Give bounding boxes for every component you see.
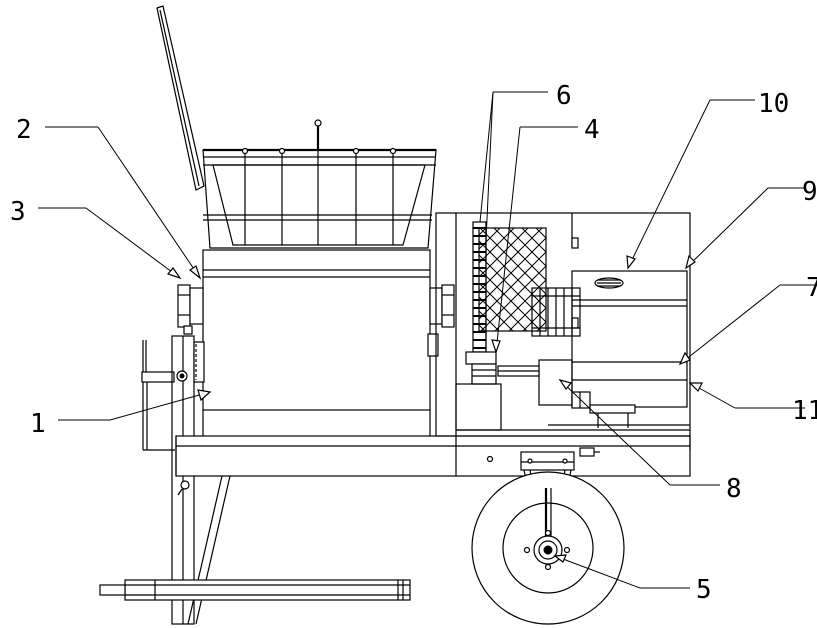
tow-bar — [99, 579, 411, 601]
engine-vent — [594, 277, 624, 289]
callout-5: 5 — [696, 575, 712, 605]
drive-guard — [478, 227, 547, 332]
callout-2: 2 — [16, 115, 32, 145]
hopper-lid-arm — [156, 5, 205, 191]
callout-10: 10 — [758, 89, 789, 119]
callout-8: 8 — [726, 474, 742, 504]
callout-7: 7 — [806, 273, 817, 303]
mixing-drum — [202, 249, 431, 436]
callout-9: 9 — [802, 177, 817, 207]
callout-leaders — [38, 91, 817, 589]
hopper-grille-bars — [241, 147, 397, 245]
wheel — [471, 471, 625, 625]
feed-hopper — [202, 119, 437, 249]
callout-11: 11 — [792, 396, 817, 426]
callout-6: 6 — [556, 81, 572, 111]
chassis-frame — [175, 435, 691, 477]
left-drum-bearing — [177, 284, 204, 335]
hopper-handle — [314, 119, 322, 150]
callout-3: 3 — [10, 197, 26, 227]
left-support-post — [141, 335, 205, 625]
gearbox — [497, 287, 581, 406]
chain-drive — [455, 221, 502, 431]
callout-1: 1 — [30, 409, 46, 439]
callout-labels: 1 2 3 4 5 6 7 8 9 10 11 — [10, 81, 817, 605]
callout-4: 4 — [584, 115, 600, 145]
right-drum-bearing — [427, 284, 455, 357]
